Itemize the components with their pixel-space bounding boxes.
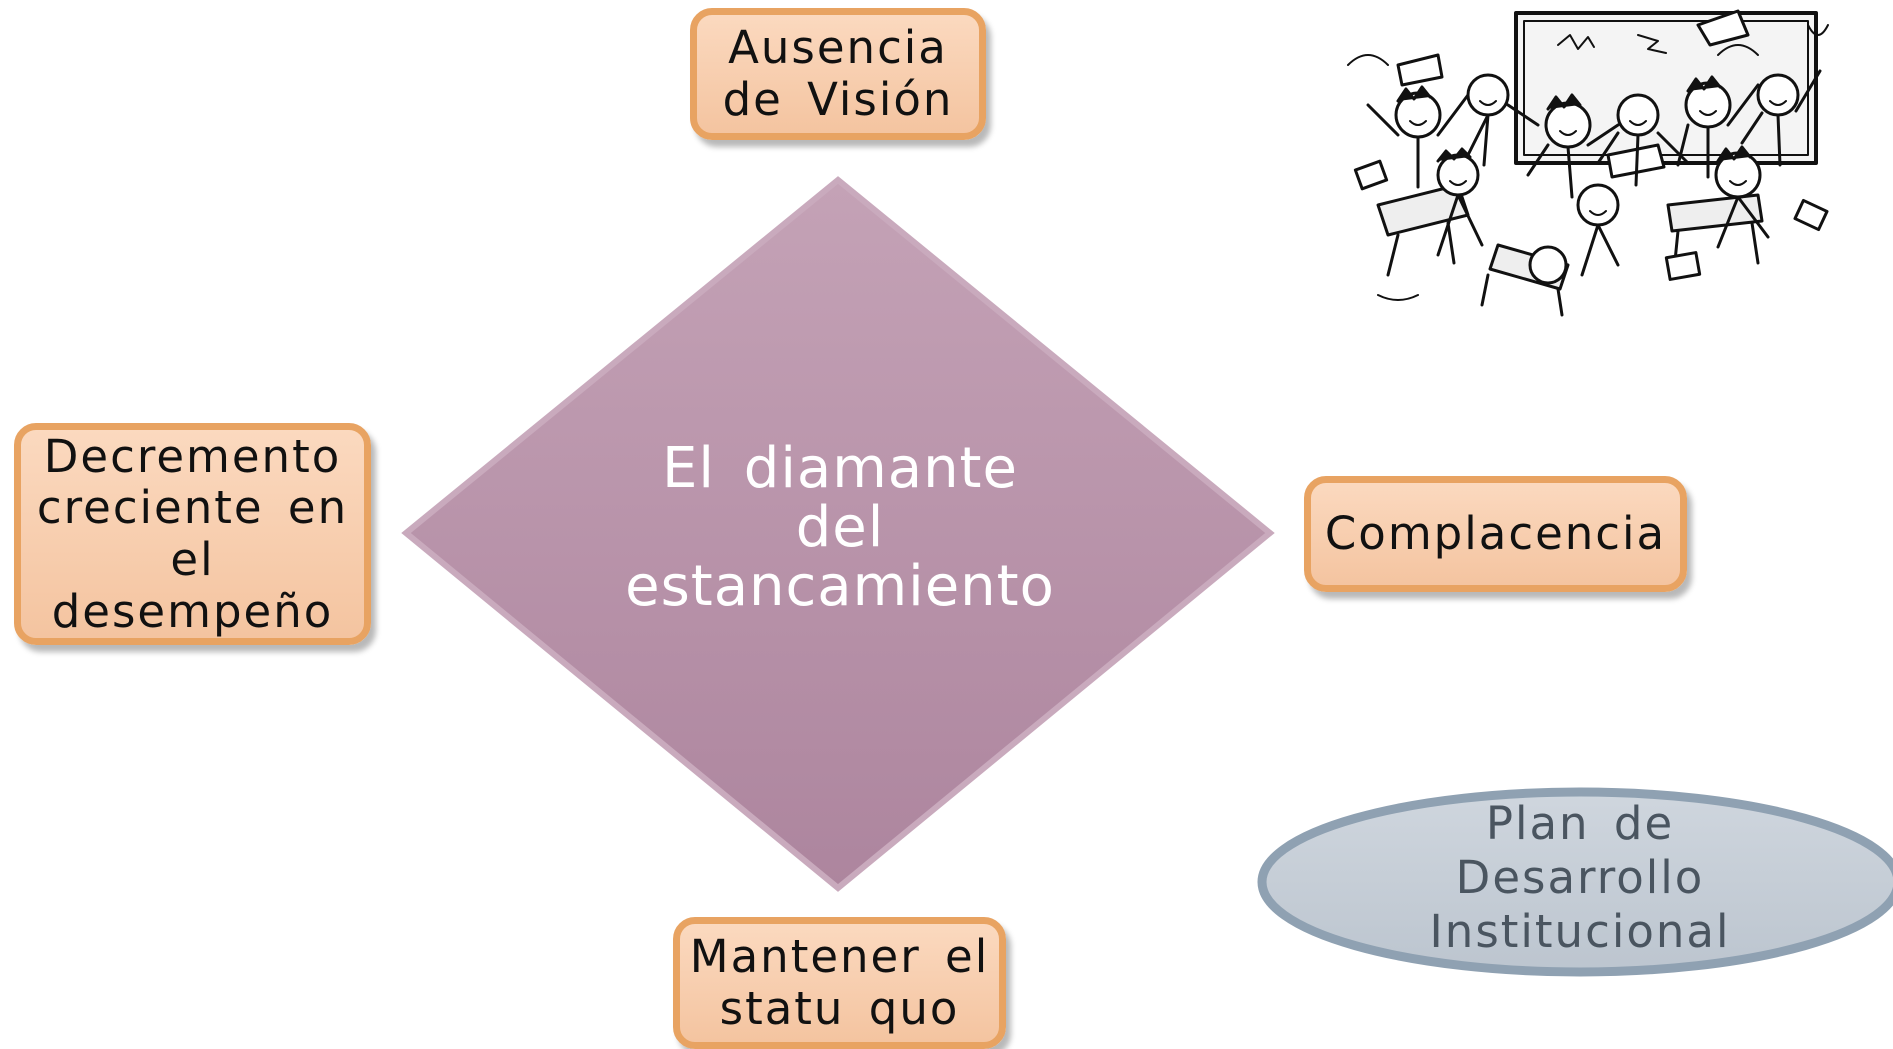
top-line-1: Ausencia: [728, 21, 948, 75]
right-line-1: Complacencia: [1324, 507, 1667, 561]
oval-line-2: Desarrollo: [1455, 851, 1705, 904]
left-line-3: el desempeño: [51, 533, 334, 638]
left-box: Decremento creciente en el desempeño: [14, 423, 371, 645]
plan-oval: [1257, 787, 1893, 977]
center-line-3: estancamiento: [625, 553, 1055, 619]
right-box: Complacencia: [1304, 476, 1687, 592]
oval-line-1: Plan de: [1485, 797, 1675, 850]
center-line-2: del: [795, 494, 885, 560]
center-line-1: El diamante: [662, 436, 1018, 501]
center-diamond-label: El diamante del estancamiento: [590, 436, 1090, 619]
top-line-2: de Visión: [722, 73, 954, 126]
plan-oval-label: Plan de Desarrollo Institucional: [1330, 797, 1830, 959]
top-box: Ausencia de Visión: [690, 8, 986, 140]
left-line-2: creciente en: [36, 481, 349, 535]
oval-line-3: Institucional: [1429, 905, 1731, 958]
bottom-box: Mantener el statu quo: [673, 917, 1006, 1049]
bottom-line-1: Mantener el: [689, 930, 990, 984]
chaotic-classroom-clipart: [1347, 9, 1829, 317]
center-diamond: [401, 176, 1275, 892]
left-line-1: Decremento: [43, 429, 342, 483]
bottom-line-2: statu quo: [719, 982, 960, 1035]
